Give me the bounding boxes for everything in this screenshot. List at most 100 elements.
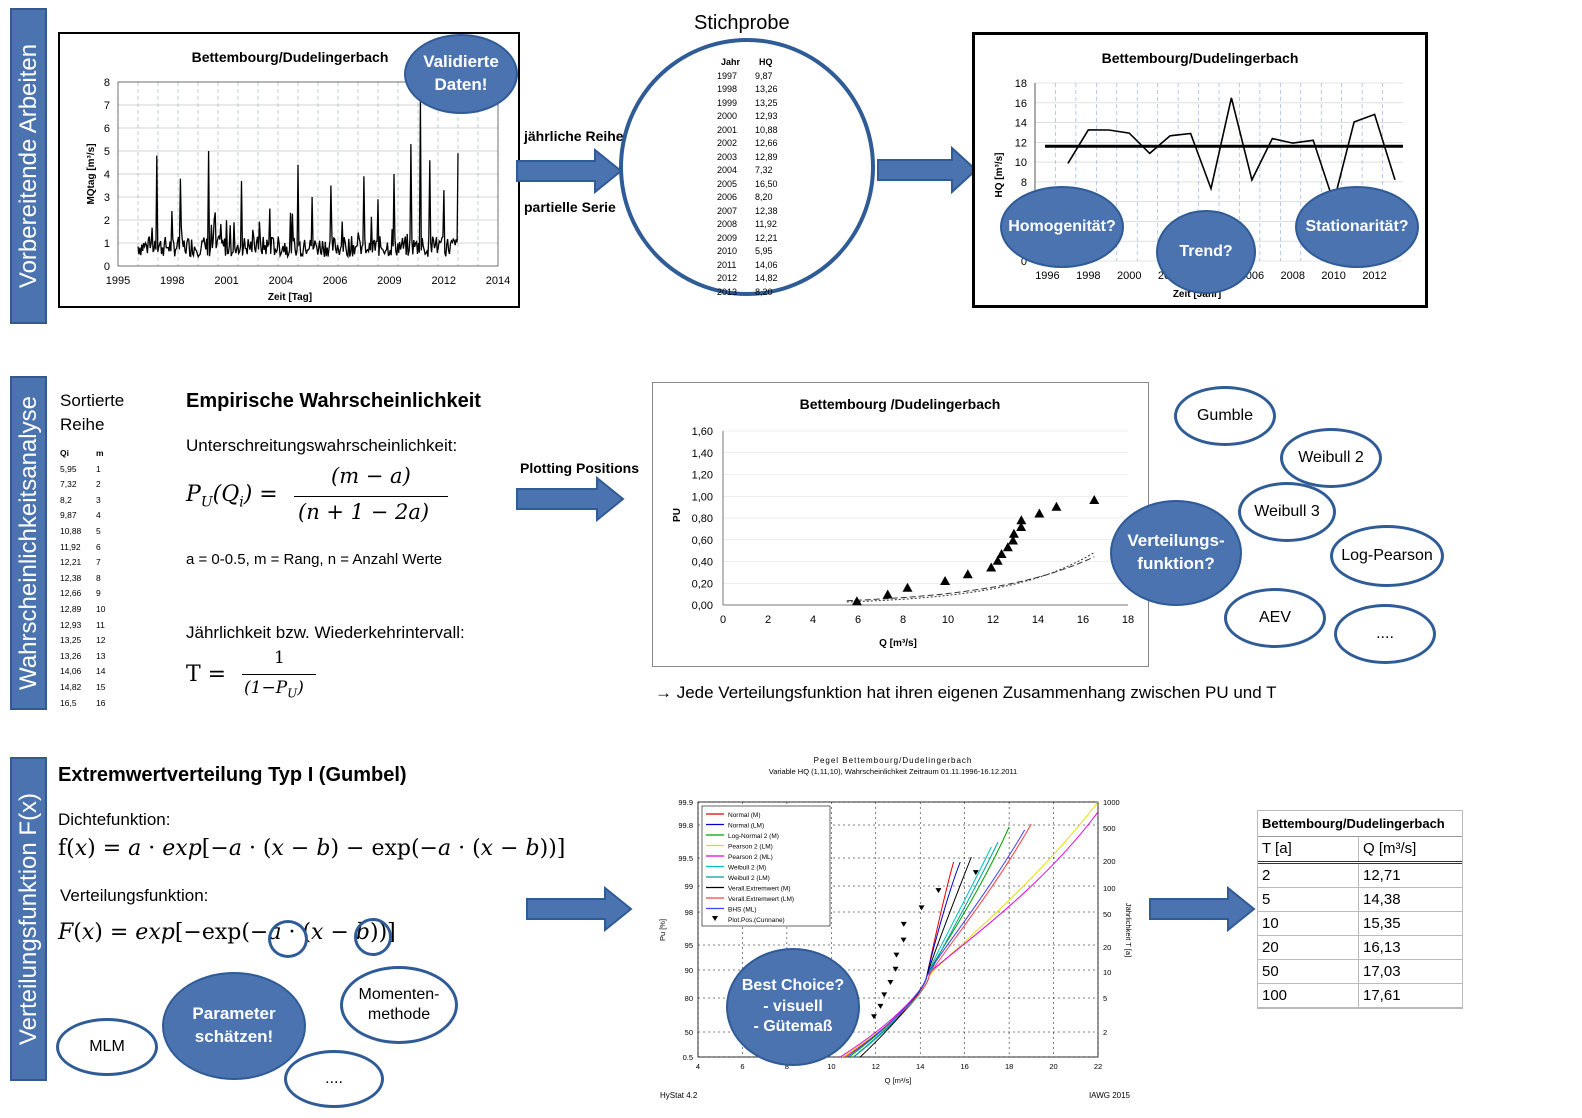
- sorted-rank: 7: [96, 557, 101, 568]
- sorted-q: 13,26: [60, 650, 82, 661]
- sample-row: 2011 14,06: [712, 259, 782, 273]
- underrun-label: Unterschreitungswahrscheinlichkeit:: [186, 436, 458, 455]
- chart2-ytick: 0: [1021, 256, 1027, 268]
- sorted-row: 12,21 7: [60, 555, 120, 571]
- pu-chart: Bettembourg /Dudelingerbach 0,000,200,40…: [672, 396, 1134, 649]
- chart4-curve: [853, 861, 961, 1058]
- chart1-series: [137, 100, 459, 260]
- chart3-point: [1008, 535, 1019, 545]
- chart3-xtick: 18: [1122, 614, 1134, 626]
- param-a-highlight: [268, 920, 308, 958]
- plotting-positions-label: Plotting Positions: [520, 460, 639, 476]
- chart3-ytick: 1,00: [692, 491, 713, 503]
- chart1-ytick: 5: [104, 146, 110, 158]
- chart4-ytick: 0.5: [683, 1053, 693, 1062]
- chart1-xtick: 2012: [431, 275, 455, 287]
- sample-year: 2003: [717, 151, 738, 162]
- chart4-xtick: 20: [1049, 1062, 1057, 1071]
- chart2-xtick: 1998: [1076, 270, 1100, 282]
- sorted-q: 14,82: [60, 681, 82, 692]
- result-t: 10: [1258, 912, 1359, 935]
- chart3-point: [882, 589, 893, 599]
- sample-year: 2001: [717, 124, 738, 135]
- arrow-to-sample: [516, 148, 623, 194]
- sorted-rank: 14: [96, 666, 106, 677]
- distribution-formula: F(x) = exp[−exp(−a · (x − b))]: [58, 920, 396, 945]
- chart4-legend-marker: [712, 916, 718, 921]
- result-q: 14,38: [1363, 891, 1401, 908]
- chart3-point: [1016, 522, 1027, 532]
- chart4-legend-label: Normal (M): [728, 812, 761, 819]
- chart4-legend-label: Plot.Pos.(Cunnane): [728, 917, 785, 924]
- sorted-q: 12,21: [60, 557, 82, 568]
- result-q: 15,35: [1363, 915, 1401, 932]
- result-t: 5: [1258, 888, 1359, 911]
- chart4-xtick: 14: [916, 1062, 924, 1071]
- chart2-title: Bettembourg/Dudelingerbach: [1102, 50, 1299, 66]
- fit-chart: Pegel Bettembourg/Dudelingerbach Variabl…: [658, 756, 1133, 1100]
- chart3-ytick: 1,60: [692, 426, 713, 438]
- sample-hq: 11,92: [755, 219, 777, 229]
- sample-year: 2011: [717, 259, 737, 270]
- chart4-plot-position: [935, 888, 942, 894]
- sorted-rank: 2: [96, 479, 101, 490]
- chart4-plot-position: [871, 1014, 877, 1020]
- sample-hq: 12,89: [755, 151, 778, 162]
- sorted-q: 8,2: [60, 494, 72, 505]
- chart3-ytick: 0,40: [692, 557, 713, 569]
- chart3-point: [986, 562, 997, 572]
- chart1-xtick: 2014: [486, 275, 510, 287]
- sorted-rank: 3: [96, 494, 101, 505]
- chart4-y2tick: 200: [1103, 857, 1116, 866]
- sorted-rank: 9: [96, 588, 101, 599]
- chart4-curve: [859, 856, 972, 1058]
- params-label: a = 0-0.5, m = Rang, n = Anzahl Werte: [186, 551, 443, 568]
- arrow-to-result-table: [1149, 886, 1256, 932]
- sample-hq: 5,95: [755, 246, 773, 256]
- chart1-ylabel: MQtag [m³/s]: [86, 143, 97, 204]
- chart2-xtick: 2000: [1117, 270, 1141, 282]
- result-q: 17,03: [1363, 963, 1401, 980]
- sorted-q: 12,66: [60, 588, 82, 599]
- chart4-ytick: 99.9: [678, 798, 693, 807]
- chart3-ytick: 0,00: [692, 600, 713, 612]
- sample-hq: 12,66: [755, 138, 778, 148]
- chart4-plot-position: [900, 921, 907, 927]
- chart4-y2tick: 1000: [1103, 798, 1120, 807]
- chart1-plot-area: [117, 81, 499, 267]
- arrow-to-pu-chart: [516, 476, 625, 522]
- discharge-chart: Bettembourg/Dudelingerbach 0123456781995…: [86, 49, 510, 303]
- section-label-vorbereitende: Vorbereitende Arbeiten: [10, 8, 47, 324]
- sorted-row: 12,66 9: [60, 586, 120, 602]
- sample-hq: 14,06: [755, 259, 778, 270]
- chart4-xlabel: Q [m³/s]: [885, 1076, 912, 1085]
- more-methods-bubble: ....: [284, 1050, 384, 1108]
- chart4-plot-position: [918, 905, 925, 911]
- sample-hq: 9,87: [755, 70, 773, 81]
- sorted-q: 12,89: [60, 603, 82, 614]
- sample-title: Stichprobe: [694, 12, 790, 34]
- chart4-legend-label: BHS (ML): [728, 907, 757, 914]
- sample-hq: 14,82: [755, 273, 778, 283]
- chart2-ytick: 12: [1015, 137, 1027, 149]
- relationship-note: → Jede Verteilungsfunktion hat ihren eig…: [655, 683, 1277, 702]
- chart4-xtick: 8: [785, 1062, 789, 1071]
- density-formula: f(x) = a · exp[−a · (x − b) − exp(−a · (…: [58, 836, 566, 861]
- sorted-rank: 16: [96, 697, 106, 708]
- chart4-plot-position: [900, 937, 907, 943]
- result-head-q: Q [m³/s]: [1363, 840, 1417, 857]
- chart1-title: Bettembourg/Dudelingerbach: [192, 49, 389, 65]
- chart4-plot-position: [887, 980, 894, 986]
